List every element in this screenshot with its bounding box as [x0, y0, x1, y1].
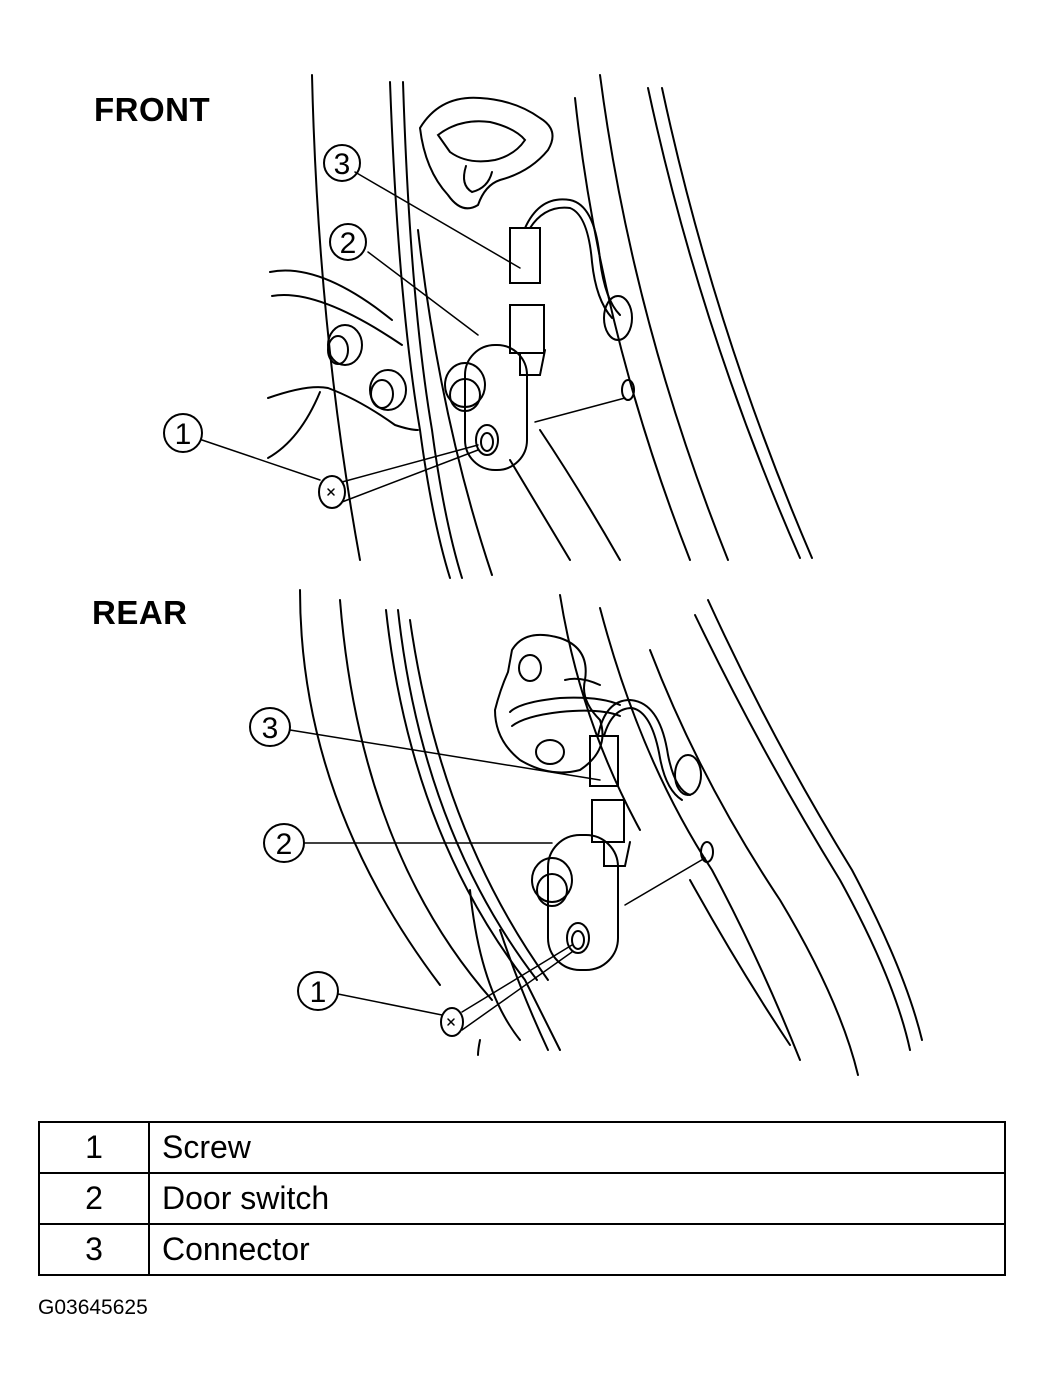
- legend-number: 2: [38, 1172, 150, 1225]
- legend-row: 3 Connector: [38, 1223, 1006, 1276]
- rear-door-panel-lines: [299, 589, 923, 1076]
- rear-callout-1: 1: [297, 971, 339, 1011]
- rear-door-switch: [531, 799, 714, 971]
- legend-part-name: Door switch: [148, 1172, 1006, 1225]
- svg-text:2: 2: [340, 227, 357, 260]
- svg-text:2: 2: [276, 828, 293, 861]
- rear-connector: [589, 698, 702, 801]
- legend-row: 1 Screw: [38, 1121, 1006, 1174]
- svg-text:3: 3: [334, 148, 351, 181]
- rear-callout-3: 3: [249, 707, 291, 747]
- front-latch-striker: [418, 96, 554, 210]
- front-switch-leader: [367, 251, 479, 336]
- front-heading: FRONT: [94, 91, 211, 128]
- legend-number: 1: [38, 1121, 150, 1174]
- front-callout-3: 3: [323, 144, 361, 182]
- svg-text:1: 1: [175, 418, 192, 451]
- front-grommet-plugs: [327, 324, 407, 411]
- front-door-switch: [444, 304, 635, 471]
- front-callout-1: 1: [163, 413, 203, 453]
- front-door-drawing: 3 2 1: [163, 74, 813, 579]
- legend-part-name: Connector: [148, 1223, 1006, 1276]
- legend-number: 3: [38, 1223, 150, 1276]
- svg-text:1: 1: [310, 976, 327, 1009]
- rear-heading: REAR: [92, 594, 188, 631]
- rear-latch-striker: [493, 634, 621, 774]
- svg-text:3: 3: [262, 712, 279, 745]
- rear-callout-2: 2: [263, 823, 305, 863]
- rear-screw-leader: [337, 993, 443, 1016]
- front-screw: [318, 444, 479, 509]
- figure-code: G03645625: [38, 1296, 148, 1319]
- front-connector: [509, 198, 633, 341]
- door-switch-diagram: 3 2 1: [163, 74, 923, 1076]
- rear-screw: [440, 944, 573, 1037]
- front-door-panel-lines: [267, 74, 813, 579]
- parts-legend-table: 1 Screw 2 Door switch 3 Connector: [38, 1121, 1006, 1276]
- front-screw-leader: [201, 439, 321, 481]
- front-callout-2: 2: [329, 223, 367, 261]
- rear-door-drawing: 3 2 1: [249, 589, 923, 1076]
- legend-part-name: Screw: [148, 1121, 1006, 1174]
- legend-row: 2 Door switch: [38, 1172, 1006, 1225]
- front-connector-leader: [354, 171, 521, 269]
- rear-connector-leader: [289, 729, 601, 781]
